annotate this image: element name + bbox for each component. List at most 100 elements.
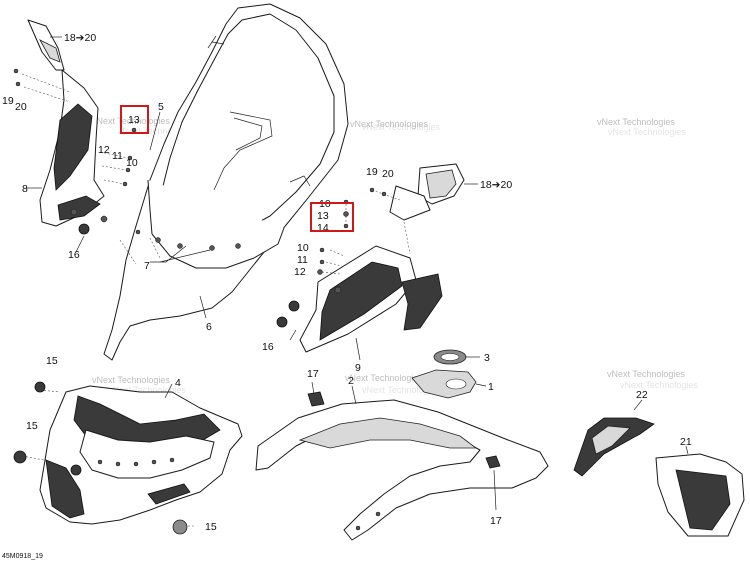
- windshield-mount-guides: [119, 237, 161, 265]
- part-21-shade: [675, 469, 731, 531]
- drawing-code: 45M0918_19: [2, 553, 43, 560]
- windshield-mount-hole: [235, 243, 241, 249]
- callout-15-c: 15: [205, 521, 217, 533]
- windshield-mount-hole: [135, 229, 141, 235]
- callout-19-left: 19: [2, 95, 14, 107]
- watermark: vNext Technologies: [92, 116, 170, 126]
- callout-20-right: 20: [382, 168, 394, 180]
- left-screw-19: [13, 68, 19, 74]
- right-mirror-glass-shade: [425, 169, 457, 199]
- callout-20-left: 20: [15, 101, 27, 113]
- callout-17-lower: 17: [490, 515, 502, 527]
- right-mirror-guides: [371, 189, 411, 255]
- callout-15-b: 15: [26, 420, 38, 432]
- fairing-grommet-15a: [34, 381, 46, 393]
- left-fastener-guides: [99, 151, 129, 185]
- left-mirror-arm-shade: [53, 103, 93, 191]
- front-fairing: [13, 381, 243, 535]
- callout-10-left: 10: [126, 157, 138, 169]
- callout-4: 4: [175, 377, 181, 389]
- callout-8: 8: [22, 183, 28, 195]
- right-grommet-16b: [276, 316, 288, 328]
- watermarks: vNext Technologies vNext Technologies vN…: [92, 116, 698, 395]
- left-washer-20: [15, 81, 21, 87]
- right-washer-11: [319, 259, 325, 265]
- leader-16-left: [75, 235, 85, 253]
- callout-10-lower: 10: [297, 242, 309, 254]
- side-panel-hole: [355, 525, 361, 531]
- windshield-reflection-3: [289, 175, 311, 187]
- left-screw-12: [127, 155, 133, 161]
- callout-15-a: 15: [46, 355, 58, 367]
- highlight-box-13-14-right: [310, 202, 354, 232]
- windshield-mount-hole: [209, 245, 215, 251]
- side-panel: [255, 381, 549, 541]
- leader-21: [685, 445, 689, 455]
- watermark: vNext Technologies: [345, 373, 423, 383]
- leader-17-lower: [493, 469, 497, 511]
- callout-12-right: 12: [294, 266, 306, 278]
- fairing-guides: [21, 389, 196, 527]
- leader-16-right: [289, 329, 297, 341]
- windshield-tab: [207, 35, 225, 49]
- side-panel-clip-17: [485, 455, 501, 469]
- callout-11-right: 11: [297, 254, 308, 266]
- leader-1: [475, 383, 487, 387]
- callout-16-right: 16: [262, 341, 274, 353]
- watermark: vNext Technologies: [597, 117, 675, 127]
- callout-13-right: 13: [317, 210, 329, 222]
- left-mirror-base: [57, 195, 101, 221]
- windshield-assembly: [103, 3, 349, 361]
- callout-21: 21: [680, 436, 692, 448]
- left-mirror-guides: [21, 73, 71, 103]
- callout-17-upper: 17: [307, 368, 319, 380]
- leader-7: [150, 245, 211, 263]
- part-22: [573, 417, 655, 477]
- watermark: vNext Technologies: [607, 369, 685, 379]
- left-washer-11: [125, 167, 131, 173]
- windshield-reflection: [213, 111, 273, 191]
- callout-13-top: 13: [128, 114, 140, 126]
- watermark: vNext Technologies: [92, 375, 170, 385]
- callout-14: 14: [317, 222, 329, 234]
- callout-18-20-top: 18➔20: [64, 32, 96, 44]
- leader-4: [164, 383, 173, 399]
- callout-12-left: 12: [98, 144, 110, 156]
- fairing-hole: [97, 459, 103, 465]
- left-mirror-assembly: [13, 19, 137, 235]
- left-fastener: [70, 208, 78, 216]
- windshield-reflection-2: [233, 117, 263, 151]
- callout-7: 7: [144, 260, 150, 272]
- callout-11-left: 11: [112, 150, 123, 162]
- fairing-hole: [151, 459, 157, 465]
- watermark-shadow: vNext Technologies: [608, 127, 686, 137]
- right-side-parts: [573, 399, 745, 537]
- leader-6: [199, 295, 207, 319]
- callout-16-left: 16: [68, 249, 80, 261]
- fairing-grommet-15c: [172, 519, 188, 535]
- fairing-lower-vent: [147, 483, 191, 505]
- right-clip-13: [343, 211, 349, 217]
- windshield-mount-hole: [177, 243, 183, 249]
- watermark: vNext Technologies: [350, 119, 428, 129]
- side-panel-shade: [298, 417, 478, 449]
- right-grommet-16: [288, 300, 300, 312]
- callout-18-20-right: 18➔20: [480, 179, 512, 191]
- leader-lines: [26, 36, 478, 341]
- leader-2: [351, 385, 357, 405]
- trim-1-hole: [445, 378, 467, 390]
- watermark-shadow: vNext Technologies: [108, 385, 186, 395]
- fairing-face: [79, 429, 215, 479]
- left-grommet-small: [100, 215, 108, 223]
- watermark-shadow: vNext Technologies: [362, 385, 440, 395]
- right-mirror-assembly: [276, 163, 465, 361]
- windshield-mount-hole: [155, 237, 161, 243]
- callouts: 18➔20 19 20 13 12 11 10 8 16 5 7 6 19 20…: [2, 32, 692, 560]
- gasket-3-hole: [440, 353, 460, 361]
- left-clip-13: [131, 127, 137, 133]
- highlights: [120, 105, 354, 232]
- side-panel-hole: [375, 511, 381, 517]
- highlight-box-13-top: [120, 105, 149, 134]
- fairing-fastener: [70, 464, 82, 476]
